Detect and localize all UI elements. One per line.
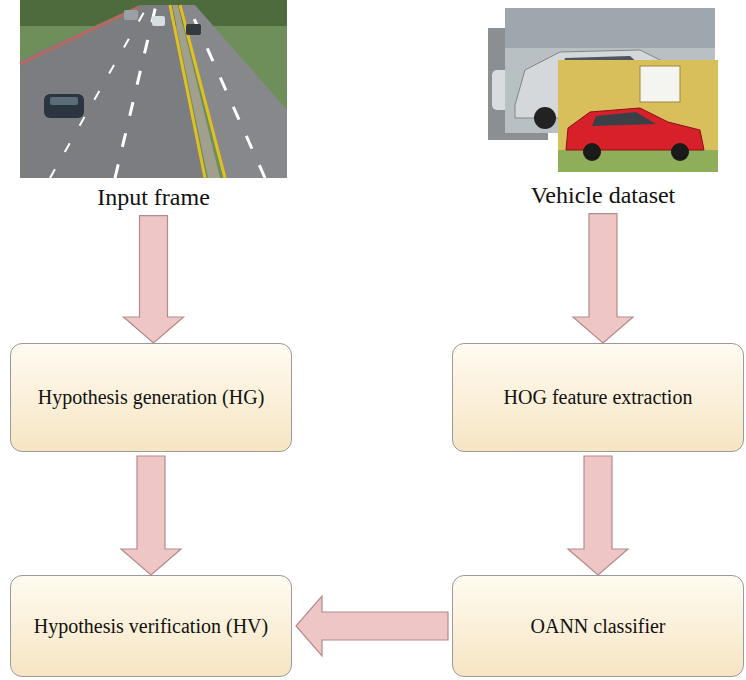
process-box: OANN classifier <box>452 575 744 677</box>
illustration-part <box>50 5 148 178</box>
illustration-part <box>534 107 556 129</box>
box-label: Hypothesis verification (HV) <box>34 614 268 639</box>
illustration-part <box>558 150 718 172</box>
process-box: Hypothesis generation (HG) <box>10 343 292 452</box>
illustration-part <box>170 5 205 178</box>
illustration-part <box>640 66 680 102</box>
illustration-part <box>20 7 139 64</box>
illustration-part <box>172 5 220 178</box>
box-label: OANN classifier <box>531 614 666 639</box>
illustration-part <box>115 5 156 178</box>
process-box: Hypothesis verification (HV) <box>10 575 292 677</box>
block-arrow <box>568 456 628 575</box>
illustration-part <box>583 143 601 161</box>
illustration-part <box>186 24 201 35</box>
image-node: Input frame <box>20 0 287 212</box>
image-caption: Vehicle dataset <box>488 182 718 210</box>
image-node: Vehicle dataset <box>488 0 718 210</box>
illustration-part <box>180 5 225 178</box>
block-arrow <box>124 216 184 343</box>
image-caption: Input frame <box>20 184 287 212</box>
illustration-part <box>558 60 718 172</box>
illustration-part <box>20 5 205 178</box>
illustration-part <box>20 0 287 178</box>
process-box: HOG feature extraction <box>452 343 744 452</box>
illustration-part <box>592 112 656 126</box>
block-arrow <box>573 214 633 343</box>
illustration-part <box>50 97 78 105</box>
box-label: HOG feature extraction <box>504 385 693 410</box>
illustration-part <box>505 8 715 48</box>
illustration-part <box>671 143 689 161</box>
illustration-part <box>20 0 287 178</box>
box-label: Hypothesis generation (HG) <box>38 385 265 410</box>
illustration-part <box>152 16 165 26</box>
illustration-part <box>44 94 84 118</box>
illustration-part <box>488 8 718 172</box>
block-arrow <box>296 596 448 656</box>
block-arrow <box>121 456 181 575</box>
illustration-part <box>124 10 138 20</box>
